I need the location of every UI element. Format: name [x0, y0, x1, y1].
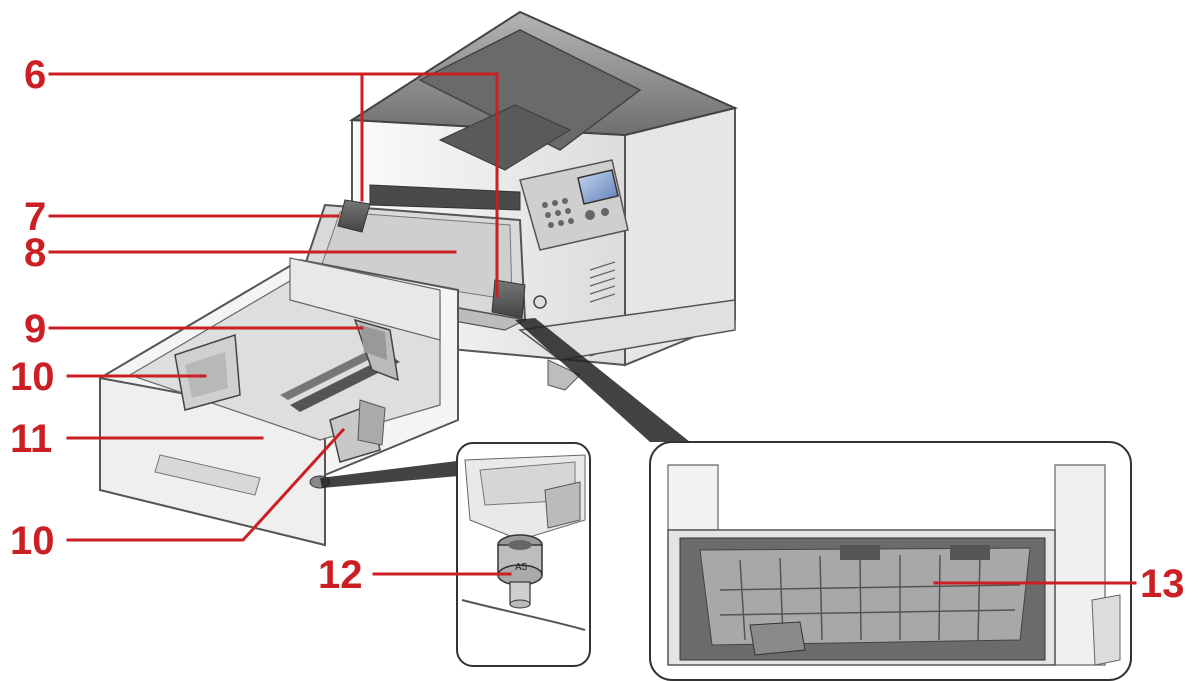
rear-unit-detail [649, 441, 1132, 681]
callout-10-width-guide: 10 [10, 355, 55, 399]
callout-6: 6 [24, 53, 46, 97]
size-dial-detail: A5 [456, 442, 591, 667]
callout-13: 13 [1140, 562, 1185, 606]
printer-illustration [288, 10, 739, 442]
callout-7: 7 [24, 195, 46, 239]
callout-10-lower: 10 [10, 519, 55, 563]
leader-lines [48, 72, 1137, 585]
callout-12: 12 [318, 553, 363, 597]
paper-cassette-illustration [99, 257, 470, 547]
callout-11: 11 [10, 417, 52, 461]
callout-9: 9 [24, 307, 46, 351]
dial-size-marking: A5 [515, 562, 528, 573]
callout-8: 8 [24, 231, 46, 275]
